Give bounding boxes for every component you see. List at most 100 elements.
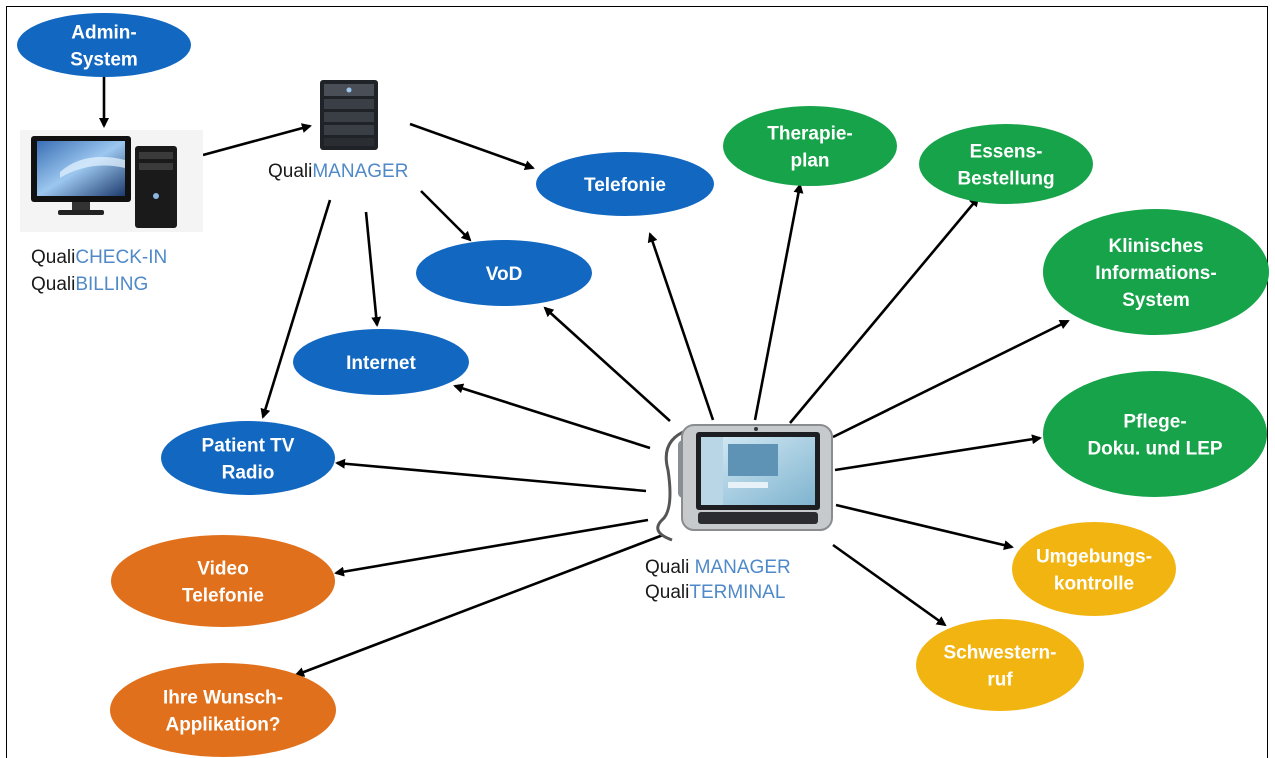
arrow-terminal-to-schwesternruf [832, 543, 947, 627]
node-klinisches-is-label-line: System [1122, 290, 1190, 311]
node-internet: Internet [293, 329, 469, 395]
node-patient-tv-label-line: Patient TV [202, 436, 295, 457]
node-vod-label-line: VoD [486, 264, 523, 285]
caption-server-product: MANAGER [312, 161, 408, 182]
node-video-telefonie-shape [111, 535, 335, 627]
node-therapieplan-label-line: Therapie- [767, 124, 853, 145]
node-umgebungskontrolle-label-line: kontrolle [1054, 574, 1134, 595]
node-essensbestellung: Essens- Bestellung [919, 124, 1093, 204]
svg-text:Pflege-Doku. und LEP: Pflege- Doku. und LEP [1087, 412, 1222, 460]
connector-arrows [99, 76, 1070, 677]
node-wunsch-app-shape [110, 663, 336, 757]
node-telefonie-shape [536, 152, 714, 216]
node-therapieplan-label-line: plan [790, 151, 829, 172]
desktop-computer-icon [20, 130, 203, 232]
diagram-frame [6, 6, 1268, 758]
arrow-terminal-to-internet [453, 383, 651, 450]
node-wunsch-app-label-line: Applikation? [165, 715, 280, 736]
svg-text:QualiCHECK-IN: QualiCHECK-IN [31, 247, 167, 268]
arrow-terminal-to-vod [543, 306, 671, 422]
node-pflege-doku: Pflege- Doku. und LEP [1043, 371, 1267, 497]
arrow-terminal-to-therapieplan [753, 183, 804, 421]
node-vod-shape [416, 240, 592, 306]
node-schwesternruf-label-line: Schwestern- [944, 643, 1057, 664]
svg-text:Umgebungs-kontrolle: Umgebungs-kontrolle [1036, 547, 1152, 595]
svg-text:QualiMANAGER: QualiMANAGER [268, 161, 408, 182]
node-schwesternruf-label-line: ruf [987, 670, 1013, 691]
caption-terminal-prefix-1: Quali [645, 557, 695, 578]
arrow-terminal-to-klinisches-is [832, 319, 1070, 439]
arrow-terminal-to-umgebungskontrolle [835, 503, 1014, 551]
server-tower-icon [320, 80, 378, 150]
arrow-terminal-to-telefonie [647, 232, 715, 421]
node-essensbestellung-shape [919, 124, 1093, 204]
svg-text:VoD: VoD [486, 264, 523, 285]
node-admin-system: Admin- System [17, 13, 191, 77]
caption-pc-product-2: BILLING [75, 274, 148, 295]
svg-text:Ihre Wunsch-Applikation?: Ihre Wunsch- Applikation? [163, 688, 283, 736]
svg-text:Therapie-plan: Therapie-plan [767, 124, 853, 172]
arrow-server-to-internet [364, 211, 382, 327]
caption-terminal: Quali MANAGER QualiTERMINAL [645, 557, 791, 603]
node-umgebungskontrolle-shape [1012, 522, 1176, 616]
node-video-telefonie-label-line: Video [197, 559, 248, 580]
arrow-server-to-patient-tv [260, 199, 332, 419]
arrow-terminal-to-video-telefonie [334, 518, 649, 577]
node-pflege-doku-label-line: Pflege- [1123, 412, 1186, 433]
node-patient-tv-label-line: Radio [222, 463, 275, 484]
node-video-telefonie-label-line: Telefonie [182, 586, 264, 607]
node-klinisches-is-label-line: Informations- [1095, 263, 1216, 284]
arrow-terminal-to-pflege-doku [834, 434, 1042, 472]
node-therapieplan-shape [723, 106, 897, 186]
node-schwesternruf-shape [916, 619, 1084, 711]
arrow-terminal-to-wunsch-app [294, 533, 664, 677]
node-wunsch-app: Ihre Wunsch- Applikation? [110, 663, 336, 757]
node-klinisches-is-shape [1043, 209, 1269, 335]
node-pflege-doku-label-line: Doku. und LEP [1087, 439, 1222, 460]
svg-text:QualiBILLING: QualiBILLING [31, 274, 148, 295]
arrow-server-to-vod [420, 190, 472, 242]
caption-pc: QualiCHECK-IN QualiBILLING [31, 247, 167, 295]
node-umgebungskontrolle: Umgebungs-kontrolle [1012, 522, 1176, 616]
caption-terminal-product-2: TERMINAL [689, 582, 785, 603]
node-essensbestellung-label-line: Essens- [970, 142, 1043, 163]
svg-text:Internet: Internet [346, 353, 416, 374]
node-therapieplan: Therapie-plan [723, 106, 897, 186]
node-vod: VoD [416, 240, 592, 306]
svg-text:Admin-System: Admin- System [70, 23, 138, 71]
bedside-terminal-icon [656, 424, 833, 542]
node-essensbestellung-label-line: Bestellung [957, 169, 1054, 190]
node-internet-shape [293, 329, 469, 395]
arrow-server-to-telefonie [409, 122, 535, 171]
node-telefonie-label-line: Telefonie [584, 175, 666, 196]
arrow-terminal-to-essensbestellung [789, 196, 980, 424]
node-patient-tv: Patient TV Radio [161, 421, 335, 495]
caption-server: QualiMANAGER [268, 161, 408, 182]
arrow-pc-to-server [202, 123, 312, 157]
caption-terminal-product-1: MANAGER [695, 557, 791, 578]
caption-pc-prefix-2: Quali [31, 274, 75, 295]
svg-text:QualiTERMINAL: QualiTERMINAL [645, 582, 785, 603]
node-telefonie: Telefonie [536, 152, 714, 216]
node-wunsch-app-label-line: Ihre Wunsch- [163, 688, 283, 709]
caption-pc-product-1: CHECK-IN [75, 247, 167, 268]
node-schwesternruf: Schwestern-ruf [916, 619, 1084, 711]
node-admin-system-label-line: Admin- [71, 23, 136, 44]
node-patient-tv-shape [161, 421, 335, 495]
caption-terminal-prefix-2: Quali [645, 582, 689, 603]
caption-server-prefix: Quali [268, 161, 312, 182]
node-pflege-doku-shape [1043, 371, 1267, 497]
svg-text:Quali MANAGER: Quali MANAGER [645, 557, 791, 578]
arrow-terminal-to-patient-tv [335, 458, 647, 493]
svg-text:Essens-Bestellung: Essens- Bestellung [957, 142, 1054, 190]
svg-text:Telefonie: Telefonie [584, 175, 666, 196]
svg-text:Schwestern-ruf: Schwestern-ruf [944, 643, 1057, 691]
node-admin-system-label-line: System [70, 50, 138, 71]
node-klinisches-is-label-line: Klinisches [1108, 236, 1203, 257]
